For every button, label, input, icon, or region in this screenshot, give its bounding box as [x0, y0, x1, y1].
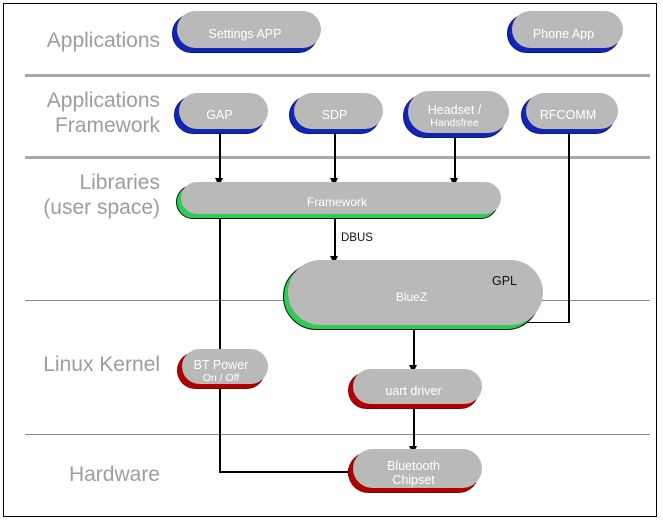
node-shadow — [294, 93, 383, 129]
connector-bluez-to-uart — [413, 328, 415, 374]
node-shadow — [512, 11, 623, 48]
node-rfcomm-label: RFCOMM — [539, 108, 597, 122]
node-rfcomm[interactable]: RFCOMM — [521, 93, 618, 134]
node-shadow — [353, 369, 482, 404]
node-sdp-label: SDP — [321, 108, 348, 122]
diagram-border — [3, 3, 657, 517]
node-shadow — [182, 349, 268, 384]
node-bluetooth-chipset-sublabel: Chipset — [392, 472, 435, 487]
node-bt-power-sublabel: On / Off — [202, 371, 240, 384]
node-headset-handsfree-sublabel: Handsfree — [430, 117, 479, 129]
divider-applications-framework — [25, 156, 650, 159]
connector-framework-to-bluez — [334, 218, 336, 264]
node-settings-app[interactable]: Settings APP — [172, 11, 321, 53]
node-headset-handsfree[interactable]: Headset / Handsfree — [403, 91, 509, 138]
connector-rfcomm-to-bluez-vertical — [568, 134, 570, 323]
node-gap[interactable]: GAP — [174, 93, 268, 134]
node-bt-power[interactable]: BT Power On / Off — [177, 349, 268, 389]
node-shadow — [181, 182, 501, 214]
connector-headset-to-framework — [454, 138, 456, 186]
node-shadow — [179, 93, 268, 129]
node-uart-driver-label: uart driver — [385, 383, 442, 398]
node-uart-driver[interactable]: uart driver — [348, 369, 482, 409]
node-bluez[interactable]: GPL BlueZ — [283, 260, 543, 330]
layer-label-applications-framework: Applications Framework — [46, 89, 160, 137]
connector-rfcomm-to-bluez-horizontal — [524, 321, 570, 324]
node-bluez-badge-gpl: GPL — [491, 274, 517, 288]
connector-gap-to-chipset-vertical — [219, 134, 221, 472]
node-gap-label: GAP — [206, 108, 233, 122]
layer-label-applications: Applications — [46, 29, 160, 52]
node-phone-app-label: Phone App — [532, 26, 595, 41]
node-bluez-label: BlueZ — [395, 289, 428, 304]
node-sdp[interactable]: SDP — [289, 93, 383, 134]
layer-label-linux-kernel: Linux Kernel — [43, 353, 160, 376]
divider-applications — [25, 74, 650, 77]
connector-sdp-to-framework — [334, 134, 336, 186]
node-settings-app-label: Settings APP — [208, 26, 282, 41]
node-bt-power-label: BT Power — [193, 357, 249, 372]
node-shadow — [408, 91, 509, 133]
node-bluetooth-chipset[interactable]: Bluetooth Chipset — [348, 449, 482, 493]
node-shadow — [353, 449, 482, 488]
node-shadow — [526, 93, 618, 129]
connector-gap-to-chipset-horizontal — [219, 471, 351, 473]
edge-label-dbus: DBUS — [341, 232, 373, 244]
node-headset-handsfree-label: Headset / — [427, 103, 482, 117]
layer-label-libraries: Libraries (user space) — [43, 171, 160, 219]
node-bluetooth-chipset-label: Bluetooth — [387, 458, 440, 473]
node-phone-app[interactable]: Phone App — [507, 11, 623, 53]
node-shadow — [177, 11, 321, 48]
node-framework-label: Framework — [306, 195, 367, 209]
node-shadow — [288, 260, 543, 325]
layer-label-hardware: Hardware — [68, 463, 160, 486]
node-framework[interactable]: Framework — [176, 182, 501, 219]
divider-linux-kernel — [25, 434, 650, 435]
connector-uart-to-chipset — [413, 406, 415, 454]
